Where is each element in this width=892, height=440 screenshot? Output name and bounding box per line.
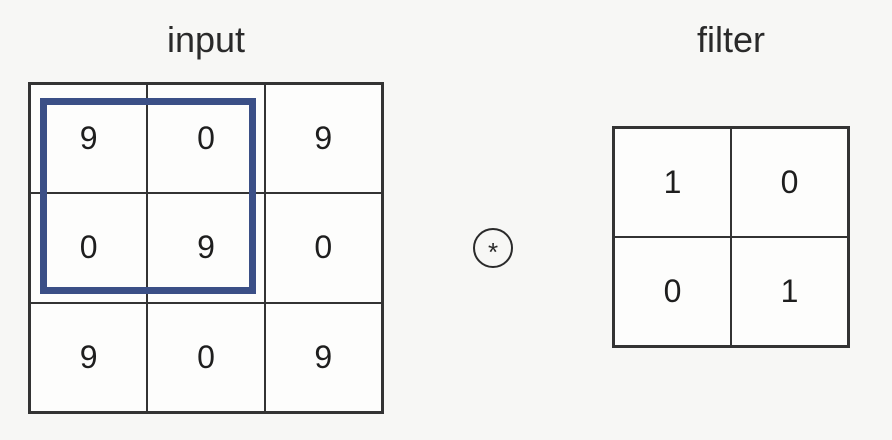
input-matrix: 9 0 9 0 9 0 9 0 9 xyxy=(28,82,384,414)
convolution-operator-icon: * xyxy=(473,228,513,268)
filter-cell-r2c2: 1 xyxy=(731,237,848,346)
input-cell-r3c3: 9 xyxy=(264,302,382,412)
input-title: input xyxy=(166,19,246,60)
input-cell-r1c2: 0 xyxy=(147,84,265,194)
filter-cell-r2c1: 0 xyxy=(614,237,731,346)
input-cell-r2c3: 0 xyxy=(264,193,382,303)
filter-matrix: 1 0 0 1 xyxy=(612,126,850,348)
filter-title: filter xyxy=(696,19,765,60)
input-cell-r3c1: 9 xyxy=(30,302,148,412)
input-cell-r1c1: 9 xyxy=(30,84,148,194)
input-cell-r2c1: 0 xyxy=(30,193,148,303)
operator-symbol: * xyxy=(487,237,499,267)
input-cell-r3c2: 0 xyxy=(147,302,265,412)
input-cell-r1c3: 9 xyxy=(264,84,382,194)
input-cell-r2c2: 9 xyxy=(147,193,265,303)
filter-cell-r1c2: 0 xyxy=(731,128,848,237)
filter-cell-r1c1: 1 xyxy=(614,128,731,237)
